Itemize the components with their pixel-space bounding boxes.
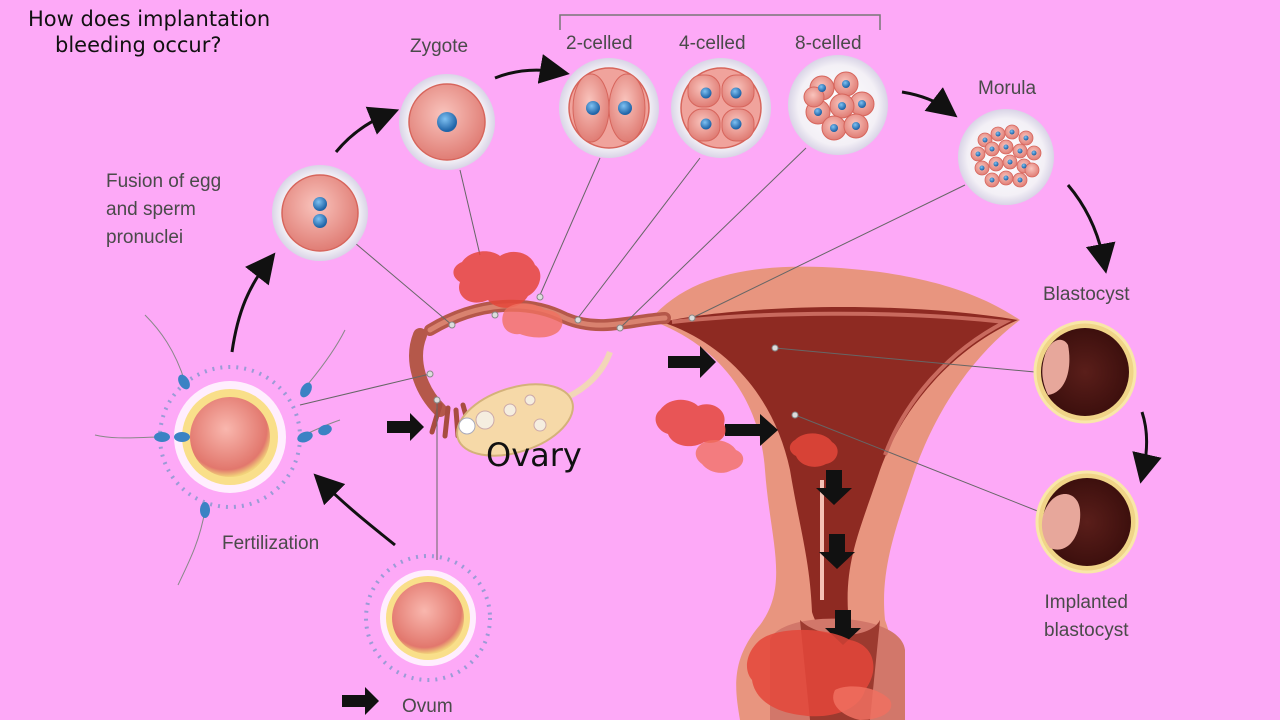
label-blastocyst: Blastocyst bbox=[1043, 284, 1130, 305]
label-4-celled: 4-celled bbox=[679, 33, 746, 54]
label-8-celled: 8-celled bbox=[795, 33, 862, 54]
fertilization-egg bbox=[94, 314, 346, 586]
ovary bbox=[456, 350, 613, 457]
title-line-1: How does implantation bbox=[28, 7, 271, 31]
label-fusion-line-2: and sperm bbox=[106, 199, 196, 220]
title-line-2: bleeding occur? bbox=[55, 33, 222, 57]
label-implanted-line-2: blastocyst bbox=[1044, 620, 1129, 641]
ovum-cell bbox=[364, 554, 492, 682]
bleeding-path-arrows bbox=[342, 346, 861, 715]
four-celled-embryo bbox=[671, 58, 771, 158]
label-ovum: Ovum bbox=[402, 696, 453, 717]
label-fusion-line-1: Fusion of egg bbox=[106, 171, 222, 192]
two-celled-embryo bbox=[559, 58, 659, 158]
label-fusion-line-3: pronuclei bbox=[106, 227, 184, 248]
label-2-celled: 2-celled bbox=[566, 33, 633, 54]
morula-cell bbox=[958, 109, 1054, 205]
zygote-cell bbox=[399, 74, 495, 170]
implanted-blastocyst-cell bbox=[1035, 470, 1139, 574]
cycle-arrows bbox=[230, 54, 1162, 547]
label-morula: Morula bbox=[978, 78, 1037, 99]
fallopian-tube bbox=[409, 299, 671, 439]
eight-celled-embryo bbox=[788, 55, 888, 155]
label-ovary: Ovary bbox=[486, 436, 582, 474]
stage-bracket bbox=[559, 14, 881, 30]
label-zygote: Zygote bbox=[410, 36, 469, 57]
pointer-dots bbox=[426, 293, 799, 419]
blood-splatters bbox=[453, 251, 892, 720]
label-fusion: Fusion of egg and sperm pronuclei bbox=[106, 168, 221, 252]
page-title: How does implantation bleeding occur? bbox=[28, 6, 270, 58]
fusion-pronuclei-cell bbox=[272, 165, 368, 261]
label-fertilization: Fertilization bbox=[222, 533, 320, 554]
label-implanted-line-1: Implanted bbox=[1044, 592, 1128, 613]
pointer-lines bbox=[299, 147, 1041, 560]
label-implanted-blastocyst: Implanted blastocyst bbox=[1044, 589, 1128, 645]
blastocyst-cell bbox=[1033, 320, 1137, 424]
